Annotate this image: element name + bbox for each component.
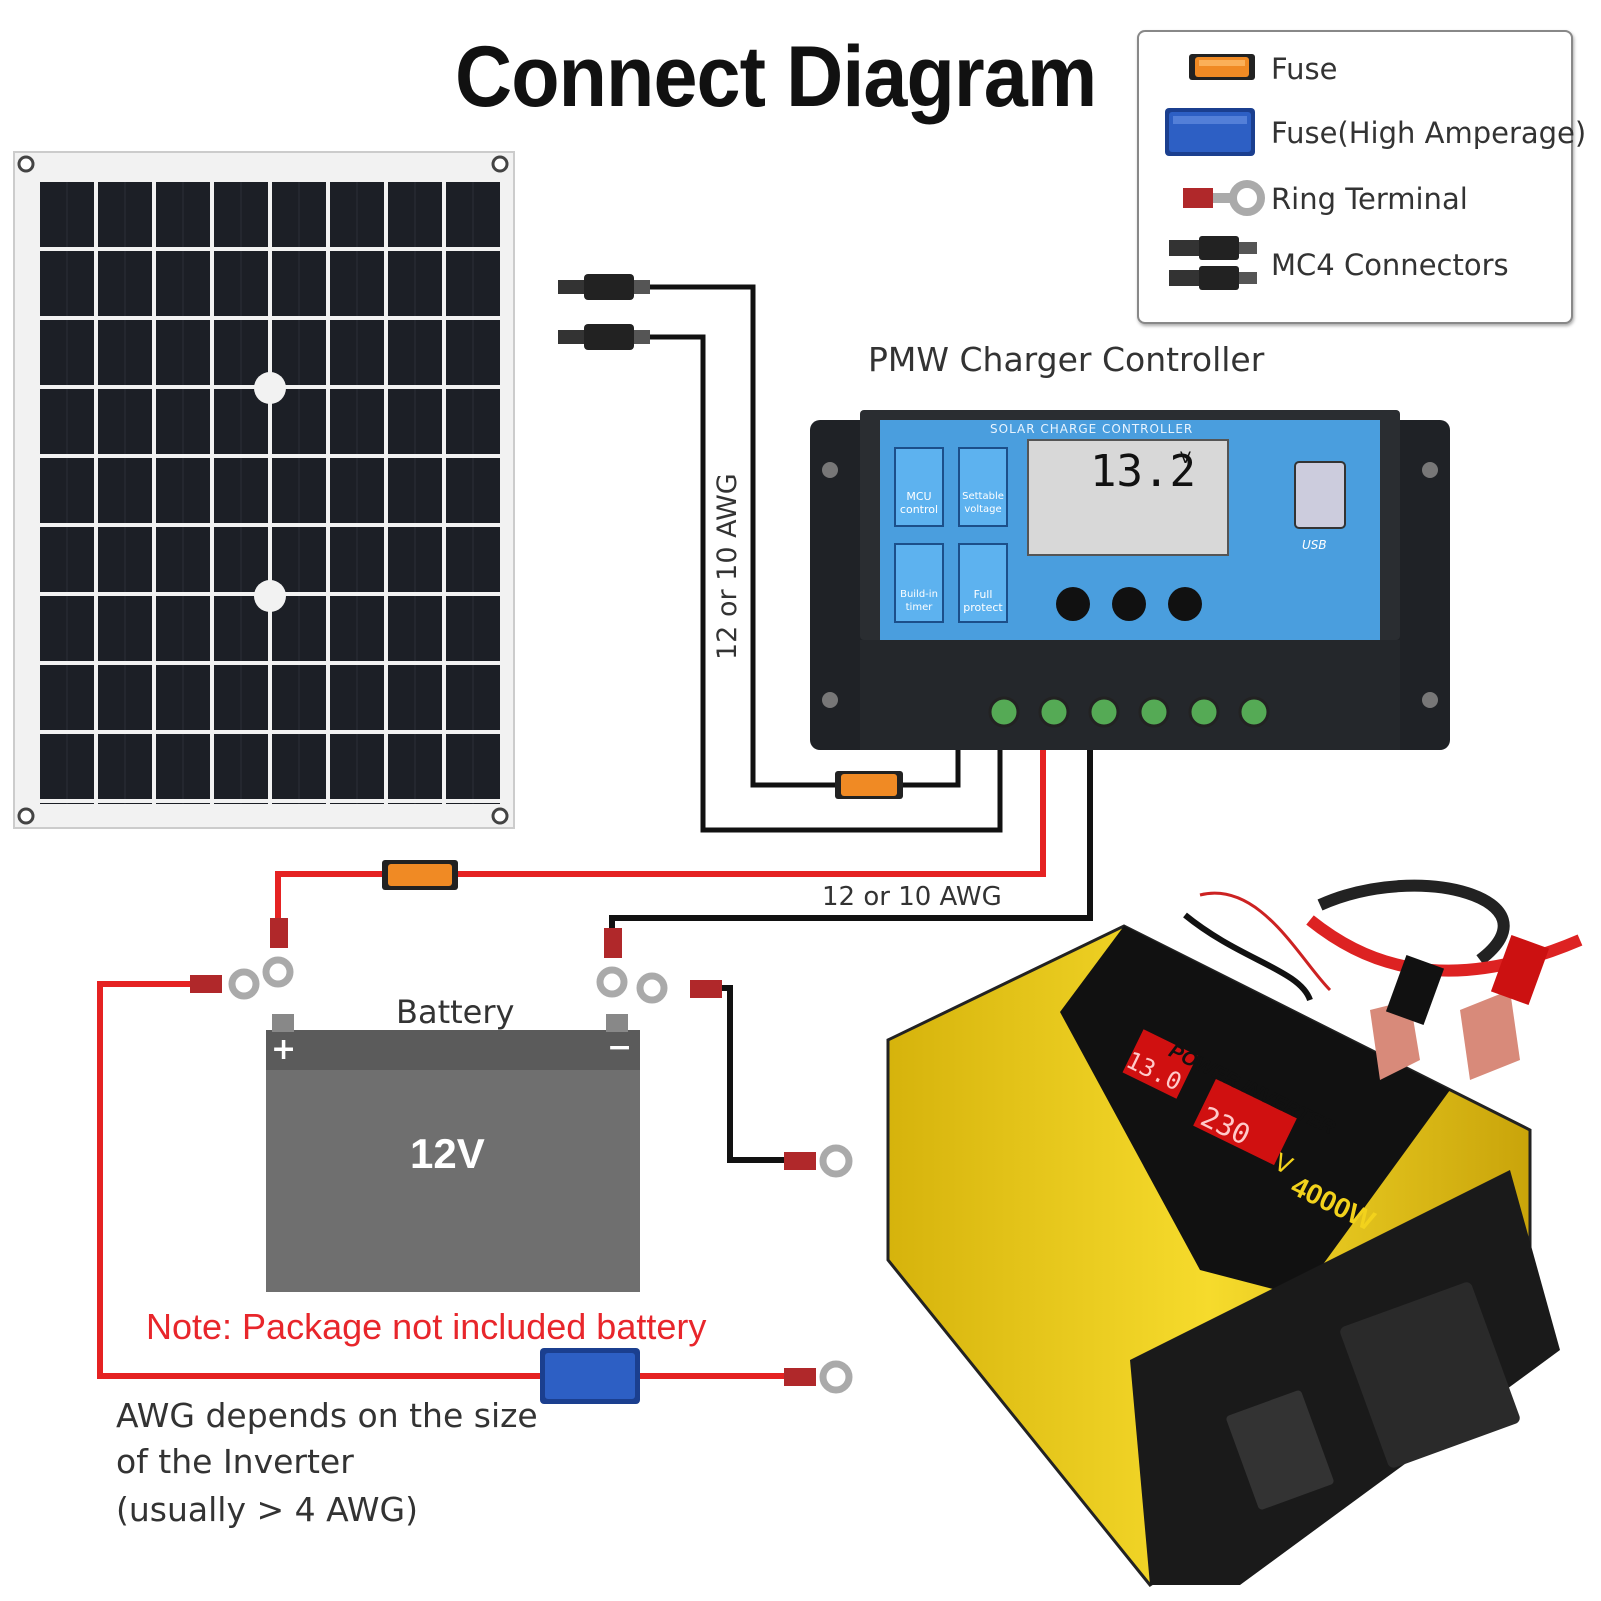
ring-terminal-icon: [1183, 180, 1265, 216]
diagram-title: Connect Diagram: [455, 29, 1097, 125]
feature-full-protect: Full protect: [963, 588, 1003, 614]
controller-label: PMW Charger Controller: [868, 340, 1265, 379]
controller-terminals: [988, 696, 1270, 728]
battery-wire-awg-label: 12 or 10 AWG: [822, 882, 1002, 912]
controller-voltage-unit: V: [1180, 448, 1191, 467]
battery-minus-terminal: −: [607, 1030, 633, 1065]
charge-controller: [810, 410, 1450, 750]
controller-header: SOLAR CHARGE CONTROLLER: [990, 422, 1194, 436]
mc4-connector-icon: [1169, 236, 1257, 290]
awg-note-line2: of the Inverter: [116, 1442, 354, 1481]
panel-mc4-connectors: [558, 274, 650, 350]
high-amperage-fuse: [540, 1348, 640, 1404]
awg-note-line3: (usually > 4 AWG): [116, 1490, 418, 1529]
controller-usb-label: USB: [1302, 538, 1327, 552]
battery-wires: [97, 750, 1093, 1379]
high-amperage-fuse-icon: [1165, 108, 1255, 156]
feature-mcu-control: MCU control: [899, 490, 939, 516]
legend-label-high-amperage-fuse: Fuse(High Amperage): [1271, 116, 1587, 150]
power-inverter: [886, 924, 1560, 1588]
legend-label-mc4-connectors: MC4 Connectors: [1271, 248, 1509, 282]
awg-note-line1: AWG depends on the size: [116, 1396, 538, 1435]
battery-plus-terminal: +: [271, 1032, 297, 1067]
fuse-icon: [1189, 54, 1255, 80]
feature-build-in-timer: Build-in timer: [900, 589, 938, 613]
legend: Fuse Fuse(High Amperage) Ring Terminal M…: [1137, 30, 1586, 324]
feature-settable-voltage: Settable voltage: [962, 491, 1004, 515]
solar-panel: [13, 151, 515, 829]
battery-clamps: [1370, 934, 1550, 1080]
battery-voltage: 12V: [410, 1130, 485, 1177]
panel-fuse: [835, 771, 903, 799]
battery-label: Battery: [396, 993, 515, 1031]
battery-fuse: [382, 860, 458, 890]
battery-note: Note: Package not included battery: [146, 1306, 707, 1347]
panel-wires: [650, 284, 1003, 833]
legend-label-fuse: Fuse: [1271, 52, 1338, 86]
legend-label-ring-terminal: Ring Terminal: [1271, 182, 1468, 216]
battery: [266, 1014, 640, 1292]
legend-icons: [1165, 54, 1265, 290]
panel-wire-awg-label: 12 or 10 AWG: [712, 473, 743, 660]
ring-terminals: [190, 918, 853, 1394]
controller-voltage: 13.2: [1090, 446, 1196, 497]
